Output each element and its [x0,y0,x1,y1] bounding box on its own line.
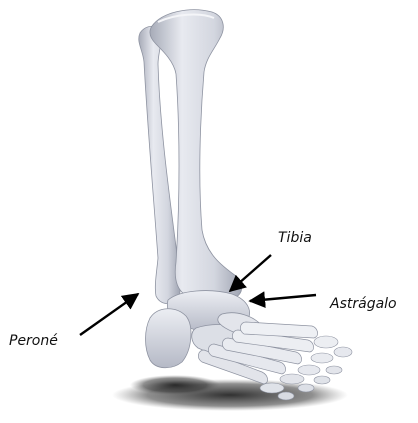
floor-shadow [112,375,348,411]
label-astragalo: Astrágalo [330,297,397,311]
label-perone: Peroné [9,334,58,348]
label-tibia: Tibia [278,231,312,245]
arrow-perone [80,294,138,335]
arrow-astragalo [250,295,316,301]
arrow-tibia [230,255,271,291]
